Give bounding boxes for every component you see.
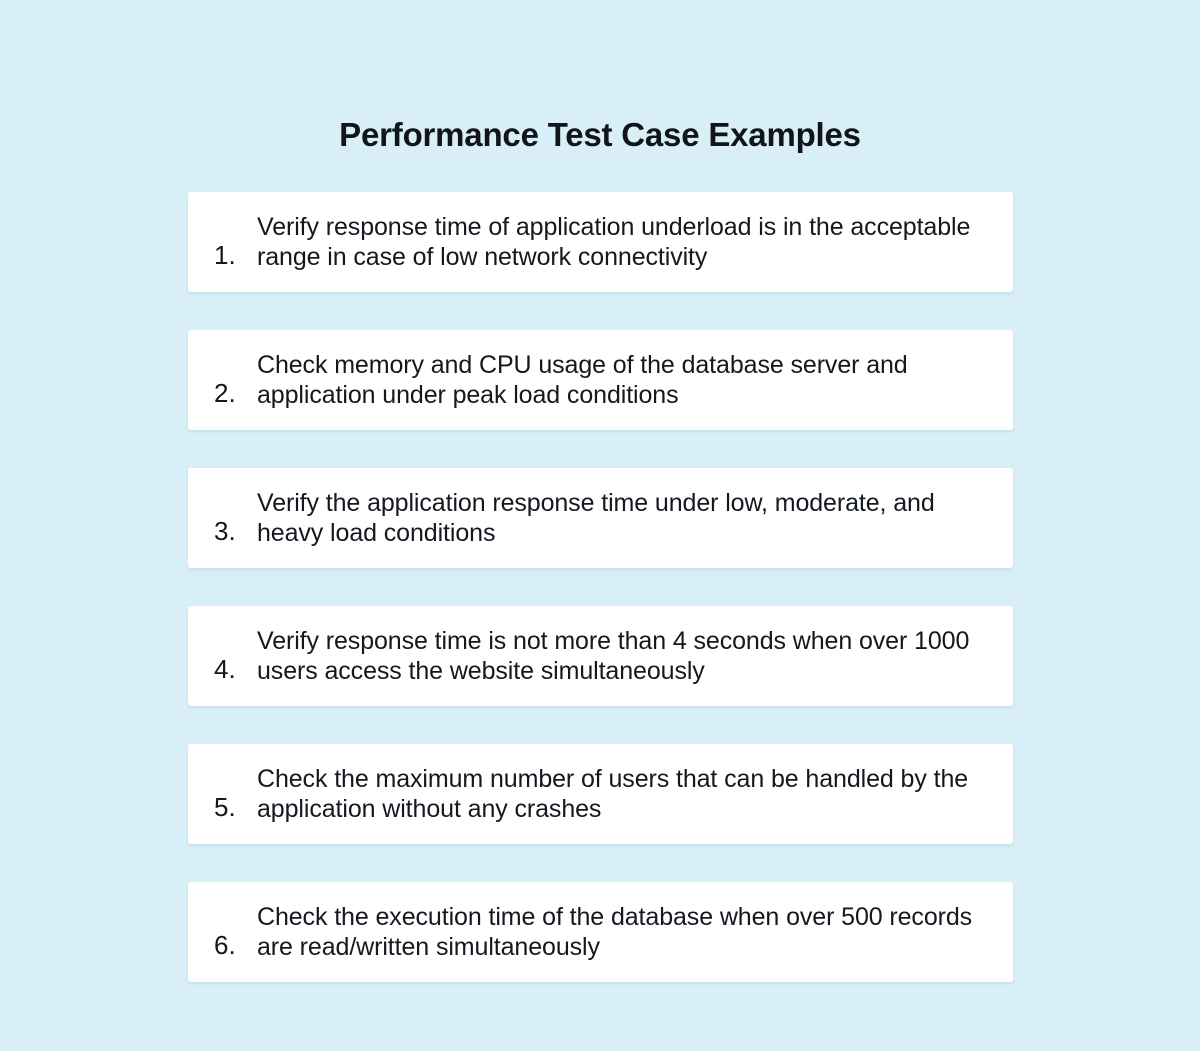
page-title: Performance Test Case Examples	[339, 116, 861, 154]
list-item-number: 5.	[214, 792, 236, 822]
list-item: 3. Verify the application response time …	[188, 468, 1013, 568]
list-item-text: Check memory and CPU usage of the databa…	[257, 351, 908, 409]
list-item: 6. Check the execution time of the datab…	[188, 882, 1013, 982]
list-item: 4. Verify response time is not more than…	[188, 606, 1013, 706]
list-item-number: 4.	[214, 654, 236, 684]
list-item: 1. Verify response time of application u…	[188, 192, 1013, 292]
list-item: 2. Check memory and CPU usage of the dat…	[188, 330, 1013, 430]
list-item-number: 1.	[214, 240, 236, 270]
list-item-number: 3.	[214, 516, 236, 546]
list-item-text: Check the maximum number of users that c…	[257, 765, 969, 823]
test-case-list: 1. Verify response time of application u…	[188, 192, 1013, 982]
list-item-number: 6.	[214, 930, 236, 960]
list-item-text: Verify the application response time und…	[257, 489, 935, 547]
list-item-text: Check the execution time of the database…	[257, 903, 973, 961]
list-item-text: Verify response time is not more than 4 …	[257, 627, 970, 685]
list-item-number: 2.	[214, 378, 236, 408]
list-item: 5. Check the maximum number of users tha…	[188, 744, 1013, 844]
list-item-text: Verify response time of application unde…	[257, 213, 971, 271]
